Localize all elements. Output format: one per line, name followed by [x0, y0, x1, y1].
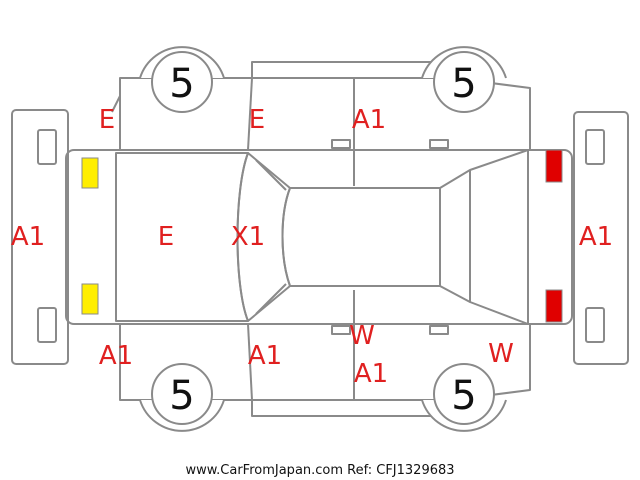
- code-right-rear-door-lower: A1: [354, 359, 388, 389]
- code-hood: E: [158, 222, 174, 252]
- front-bumper-outline: [11, 109, 69, 365]
- rear-marker-bottom: [545, 289, 563, 323]
- tire-front-right: 5: [151, 363, 213, 425]
- tire-rear-left-label: 5: [451, 61, 476, 107]
- code-left-rear-door: A1: [352, 105, 386, 135]
- hood-outline: [115, 152, 249, 322]
- code-windshield: X1: [231, 222, 265, 252]
- code-left-front-door: E: [249, 105, 265, 135]
- rear-marker-top: [545, 149, 563, 183]
- front-marker-bottom: [81, 283, 99, 315]
- footer-reference: www.CarFromJapan.com Ref: CFJ1329683: [185, 463, 454, 478]
- code-right-rear-quarter: W: [488, 339, 514, 369]
- tire-front-left-label: 5: [169, 61, 194, 107]
- code-right-front-door: A1: [248, 341, 282, 371]
- tire-rear-right-label: 5: [451, 373, 476, 419]
- code-right-rear-door-upper: W: [349, 321, 375, 351]
- tire-front-right-label: 5: [169, 373, 194, 419]
- tire-rear-left: 5: [433, 51, 495, 113]
- body-outline: [65, 149, 573, 325]
- tire-front-left: 5: [151, 51, 213, 113]
- code-right-front-fender: A1: [99, 341, 133, 371]
- tire-rear-right: 5: [433, 363, 495, 425]
- roof-outline: [281, 187, 441, 287]
- front-marker-top: [81, 157, 99, 189]
- rear-bumper-outline: [573, 111, 629, 365]
- code-left-front-fender: E: [99, 105, 115, 135]
- rear-window-outline: [439, 169, 471, 303]
- code-front-bumper: A1: [11, 222, 45, 252]
- code-rear-bumper: A1: [579, 222, 613, 252]
